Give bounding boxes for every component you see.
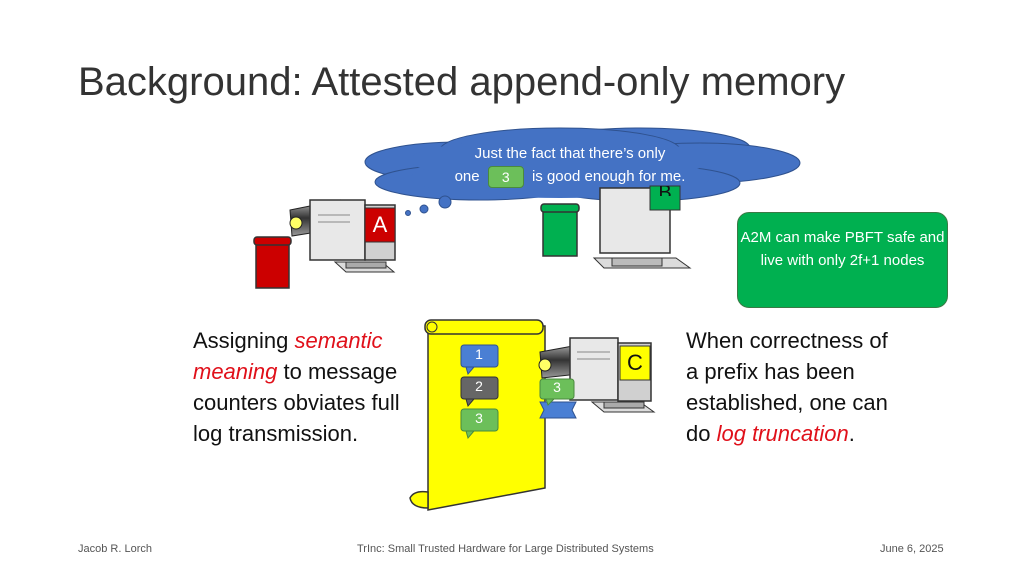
computer-a-label: A [372,212,388,237]
callout-box: A2M can make PBFT safe and live with onl… [737,212,948,308]
right-text-part1: When correctness of a prefix has been es… [686,328,888,446]
log-entry-bubble-2 [460,376,499,408]
left-text-emphasis: semantic meaning [193,328,383,384]
computer-c [538,337,656,413]
cloud-text-one: one [454,168,480,185]
footer-talk-title: TrInc: Small Trusted Hardware for Large … [357,543,654,555]
slide-title: Background: Attested append-only memory [78,60,846,104]
cloud-text-after: is good enough for me. [531,168,686,185]
log-entry-bubble-1 [460,344,499,376]
computer-b [592,185,692,269]
log-entry-3-label: 3 [475,410,483,426]
thought-cloud [364,127,801,216]
cloud-text-line2: one 3 is good enough for me. [420,165,720,189]
cloud-text-line1: Just the fact that there’s only [474,145,666,162]
log-entry-bubble-3 [460,408,499,440]
left-text-part2: to message counters obviates full log tr… [193,359,400,446]
cloud-text: Just the fact that there’s only one 3 is… [420,142,720,189]
right-body-text: When correctness of a prefix has been es… [686,325,896,449]
counter-badge-c [539,378,577,419]
footer-date: June 6, 2025 [880,543,944,555]
log-scroll-b [540,203,580,257]
log-scroll-a [253,236,292,289]
left-text-part1: Assigning [193,328,295,353]
log-entry-2-label: 2 [475,378,483,394]
right-text-emphasis: log truncation [716,421,849,446]
left-body-text: Assigning semantic meaning to message co… [193,325,403,449]
log-entry-1-label: 1 [475,346,483,362]
computer-c-label: C [627,350,643,375]
right-text-part2: . [848,421,855,446]
cloud-counter-badge: 3 [487,166,524,189]
footer-author: Jacob R. Lorch [78,543,152,555]
computer-a [289,199,396,273]
computer-b-label: B [650,186,680,196]
counter-badge-c-label: 3 [553,379,561,395]
